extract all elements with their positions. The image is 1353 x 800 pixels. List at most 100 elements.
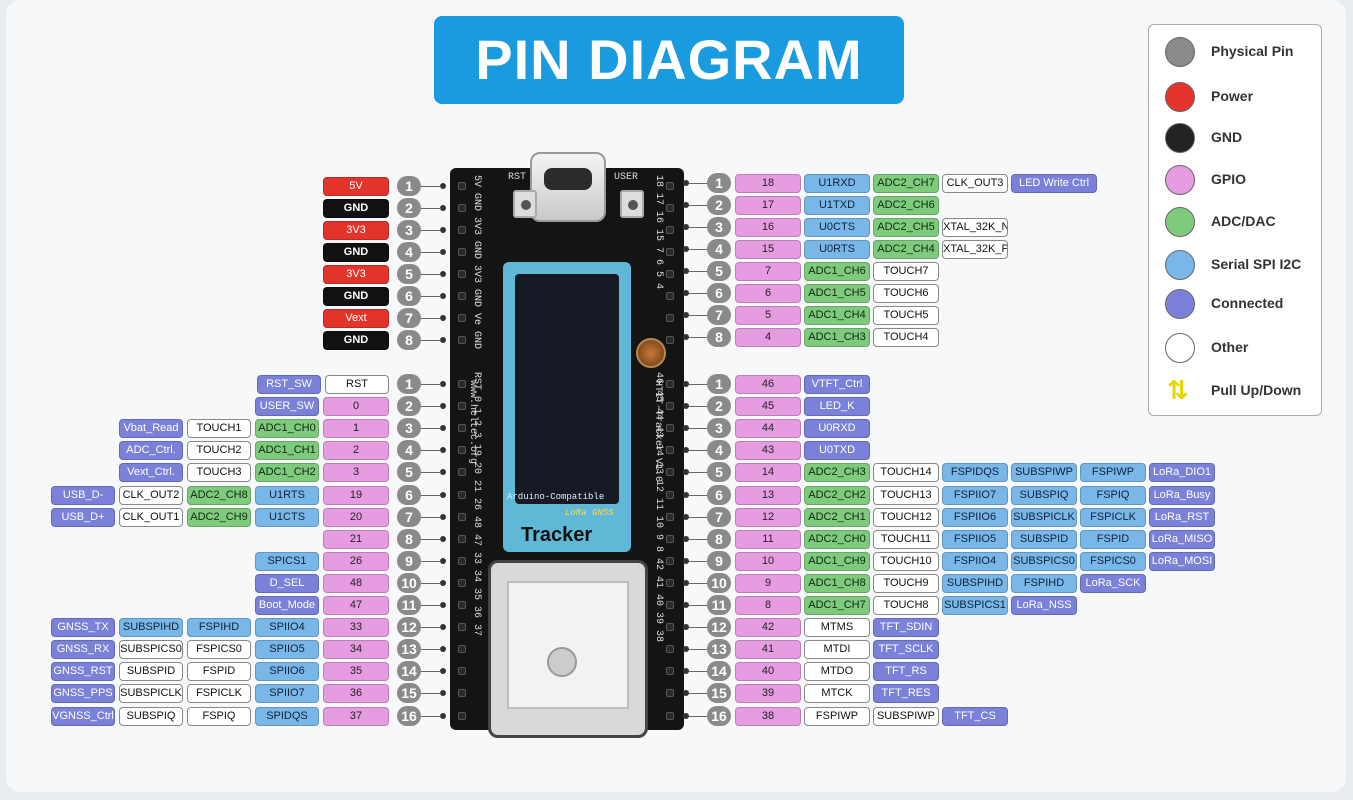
pin-label: SUBSPIHD [942, 573, 1008, 593]
pin-label: SPIDQS [255, 706, 319, 726]
physical-pin-number: 4 [707, 440, 731, 461]
pin-label: SUBSPIWP [873, 706, 939, 726]
physical-pin-number: 7 [707, 305, 731, 325]
legend: Physical Pin Power GND GPIO ADC/DAC Seri… [1148, 24, 1322, 416]
header-pin-dot [440, 557, 446, 564]
header-pin-dot [683, 447, 689, 454]
header-pin [458, 512, 466, 521]
pin-label: TOUCH11 [873, 529, 939, 549]
pin-label: 35 [323, 662, 389, 682]
pin-leader [421, 230, 441, 231]
pin-label: TFT_RS [873, 662, 939, 682]
btn-rst-label: RST [508, 172, 527, 183]
legend-label: Serial SPI I2C [1211, 256, 1302, 272]
physical-pin-number: 1 [707, 173, 731, 193]
pin-label: TOUCH9 [873, 573, 939, 593]
pin-label: ADC2_CH9 [187, 507, 251, 527]
header-pin-dot [683, 180, 689, 186]
silk-compat: Arduino-Compatible [507, 492, 605, 502]
header-pin [458, 556, 466, 565]
header-pin-dot [683, 403, 689, 410]
header-pin-dot [440, 447, 446, 454]
header-pin [666, 490, 674, 499]
pin-label: ADC1_CH9 [804, 551, 870, 571]
physical-pin-number: 4 [397, 440, 421, 461]
physical-pin-number: 7 [707, 506, 731, 527]
pin-leader [421, 693, 441, 695]
pin-label: TOUCH6 [873, 284, 939, 303]
header-pin-dot [683, 381, 689, 387]
pin-label: FSPIIO6 [942, 507, 1008, 527]
pin-leader [689, 693, 707, 695]
pin-label: 46 [735, 375, 801, 394]
pin-label: TOUCH14 [873, 463, 939, 483]
physical-pin-number: 8 [707, 528, 731, 549]
header-pin [458, 711, 466, 720]
legend-swatch [1165, 289, 1195, 319]
pin-label: FSPID [1080, 529, 1146, 549]
pin-label: TFT_SDIN [873, 618, 939, 638]
pin-label: ADC2_CH6 [873, 196, 939, 215]
pin-label: TOUCH5 [873, 306, 939, 325]
pin-label: 40 [735, 662, 801, 682]
header-pin-dot [683, 312, 689, 318]
pin-leader [421, 340, 441, 341]
pin-label: ADC2_CH5 [873, 218, 939, 237]
physical-pin-number: 3 [707, 418, 731, 439]
pin-label: LED_K [804, 397, 870, 417]
pin-label: USB_D+ [51, 507, 115, 527]
pin-label: 42 [735, 618, 801, 638]
pin-leader [421, 516, 441, 518]
pin-leader [689, 271, 707, 272]
header-pin-dot [440, 668, 446, 675]
pin-label: 11 [735, 529, 801, 549]
physical-pin-number: 6 [397, 484, 421, 505]
header-pin-dot [440, 425, 446, 432]
pin-label: Vext_Ctrl. [119, 463, 183, 483]
header-pin [666, 182, 674, 190]
header-pin [666, 270, 674, 278]
header-pin-dot [683, 602, 689, 608]
header-pin-dot [440, 293, 446, 299]
header-top-right-labels: 18 17 16 15 7 6 5 4 [653, 175, 664, 290]
physical-pin-number: 2 [707, 195, 731, 215]
legend-item: ADC/DAC [1163, 205, 1323, 239]
header-pin [458, 314, 466, 322]
pin-label: SPIIO6 [255, 662, 319, 682]
physical-pin-number: 10 [397, 572, 421, 593]
physical-pin-number: 15 [397, 683, 421, 704]
pin-label: RST_SW [257, 375, 321, 394]
pin-label: 34 [323, 640, 389, 660]
header-pin-dot [440, 315, 446, 321]
page-title: PIN DIAGRAM [434, 16, 904, 104]
pin-label: TOUCH2 [187, 441, 251, 461]
header-pin-dot [683, 557, 689, 564]
header-pin-dot [683, 646, 689, 653]
header-pin-dot [440, 491, 446, 498]
header-pin-dot [683, 712, 689, 719]
legend-item: GND [1163, 121, 1323, 155]
header-pin [458, 578, 466, 587]
pin-leader [689, 605, 707, 606]
pin-label: FSPIHD [1011, 573, 1077, 593]
pin-label: SUBSPID [1011, 529, 1077, 549]
header-pin-dot [683, 290, 689, 296]
pin-label: 7 [735, 262, 801, 281]
pin-label: ADC2_CH0 [804, 529, 870, 549]
pin-label: FSPIQ [187, 706, 251, 726]
pull-up-down-arrows-icon: ⇅ [1167, 376, 1189, 406]
pin-label: 39 [735, 684, 801, 704]
pin-leader [689, 183, 707, 184]
pin-label: 2 [323, 441, 389, 461]
legend-item: ⇅ Pull Up/Down [1163, 374, 1323, 408]
pin-label: CLK_OUT3 [942, 174, 1008, 193]
pin-label: FSPICLK [1080, 507, 1146, 527]
pin-label: 6 [735, 284, 801, 303]
header-pin [666, 667, 674, 676]
header-pin [666, 512, 674, 521]
pin-label: U0RTS [804, 240, 870, 259]
header-pin [666, 336, 674, 344]
pin-label: TOUCH3 [187, 463, 251, 483]
pin-label: MTDI [804, 640, 870, 660]
physical-pin-number: 1 [707, 374, 731, 394]
